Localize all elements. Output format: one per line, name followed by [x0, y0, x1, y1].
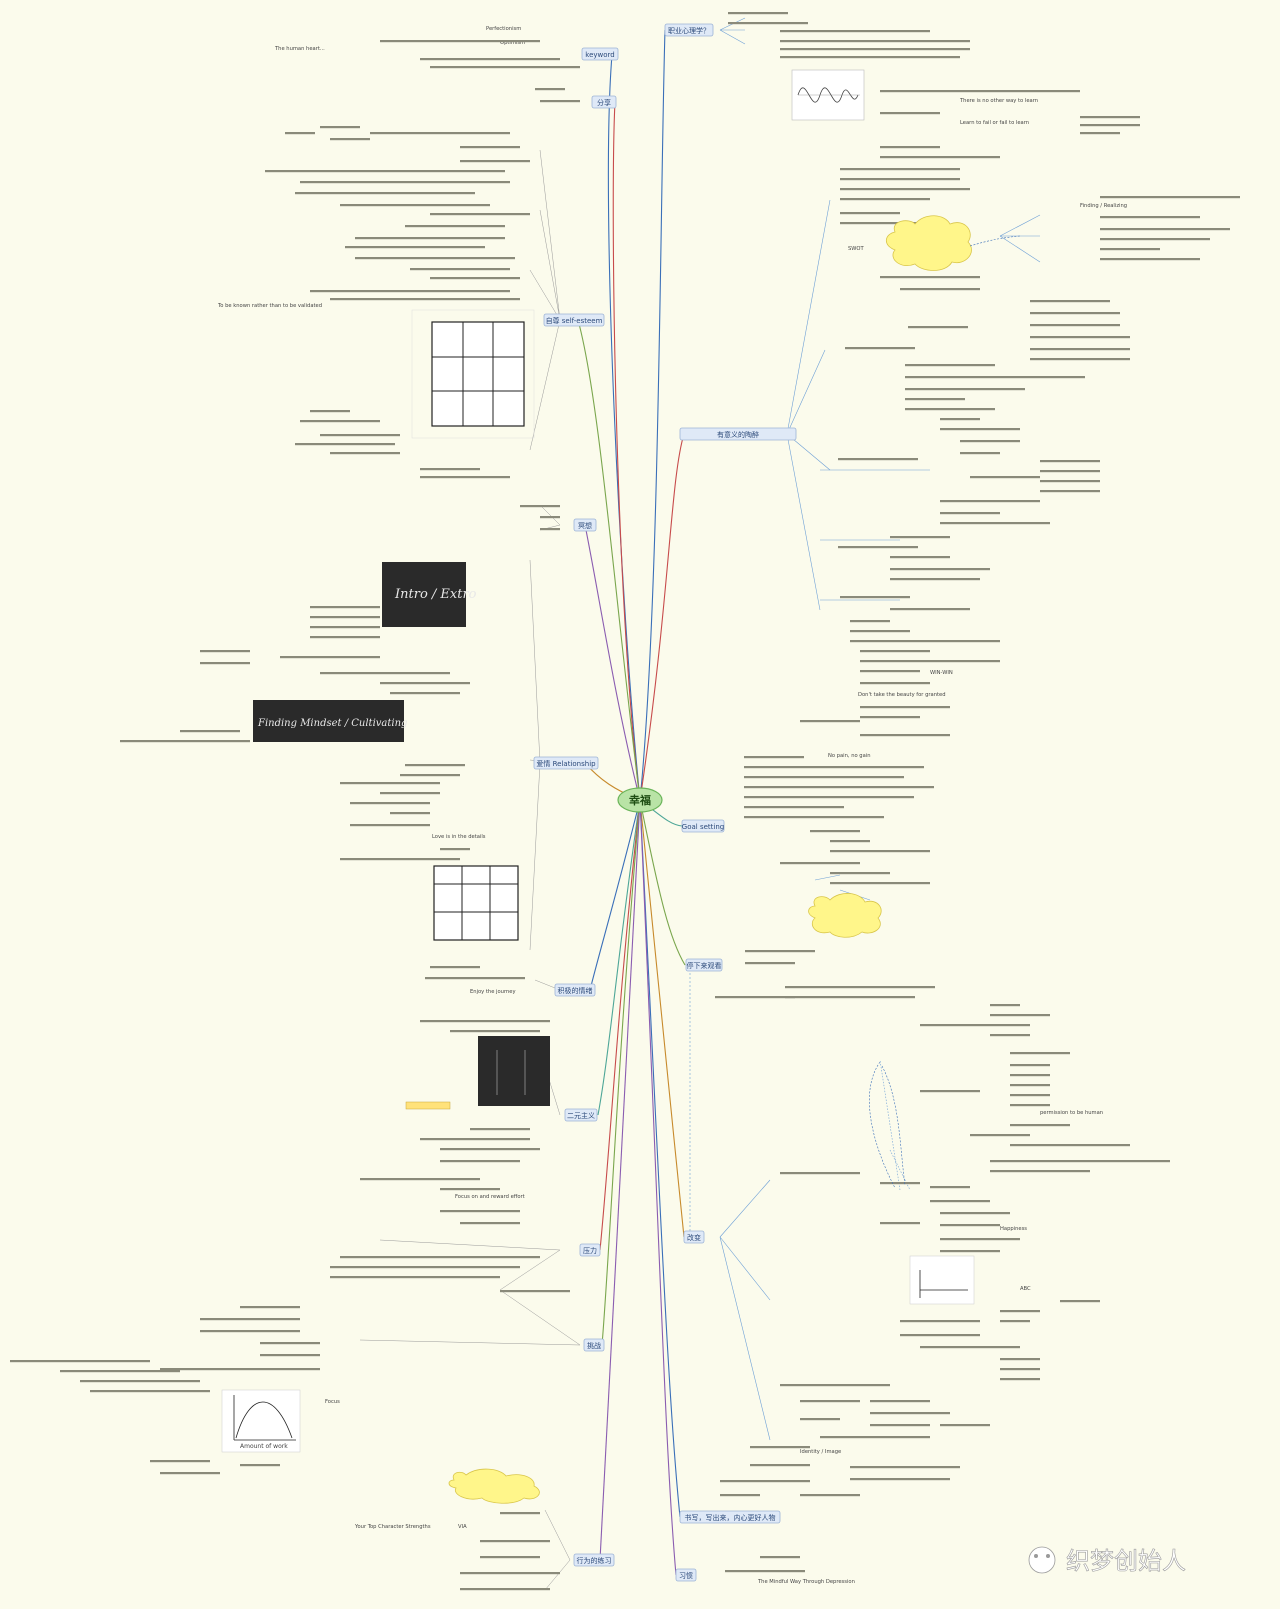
leaf-known-not-validated: To be known rather than to be validated — [217, 303, 322, 309]
svg-text:压力: 压力 — [583, 1246, 597, 1255]
watermark-text: 织梦创始人 — [1066, 1547, 1186, 1575]
leaf-finding: Finding / Realizing — [1080, 203, 1127, 209]
svg-text:改变: 改变 — [687, 1233, 701, 1242]
svg-text:书写，写出来，内心更好人物: 书写，写出来，内心更好人物 — [685, 1513, 776, 1522]
branch-self-esteem[interactable]: 自尊 self-esteem — [543, 313, 605, 327]
leaf-labels: Perfectionism Optimism The human heart..… — [217, 26, 1127, 1585]
branch-behavior-practice[interactable]: 行为的练习 — [573, 1553, 615, 1567]
branch-relationship[interactable]: 爱情 Relationship — [533, 756, 599, 770]
leaf-win-win: WIN-WIN — [930, 670, 953, 676]
leaf-mindful-way: The Mindful Way Through Depression — [757, 1579, 855, 1585]
svg-text:挑战: 挑战 — [587, 1341, 601, 1350]
branch-keyword[interactable]: keyword — [581, 47, 619, 61]
leaf-swot: SWOT — [848, 246, 865, 252]
wave-chart-figure — [791, 69, 865, 121]
leaf-happiness: Happiness — [1000, 1226, 1027, 1232]
branch-career-psychology[interactable]: 职业心理学？ — [664, 23, 714, 37]
svg-text:积极的情绪: 积极的情绪 — [558, 986, 593, 995]
leaf-perfectionism: Perfectionism — [486, 26, 521, 32]
svg-text:职业心理学？: 职业心理学？ — [668, 26, 710, 35]
svg-text:有意义的陶醉: 有意义的陶醉 — [717, 430, 759, 439]
svg-text:自尊 self-esteem: 自尊 self-esteem — [546, 316, 603, 325]
branch-challenge[interactable]: 挑战 — [583, 1338, 605, 1352]
branch-dualism[interactable]: 二元主义 — [564, 1108, 598, 1122]
svg-text:Goal setting: Goal setting — [682, 823, 724, 831]
leaf-via: VIA — [458, 1524, 467, 1530]
leaf-focus: Focus — [325, 1399, 340, 1405]
svg-text:冥想: 冥想 — [578, 521, 592, 530]
leaf-no-other-way: There is no other way to learn — [959, 98, 1038, 104]
svg-text:爱情 Relationship: 爱情 Relationship — [536, 759, 596, 768]
branch-stress[interactable]: 压力 — [579, 1243, 601, 1257]
right-subtree-lines — [689, 17, 1041, 1441]
leaf-focus-effort: Focus on and reward effort — [455, 1194, 525, 1200]
leaf-permission-human: permission to be human — [1040, 1110, 1103, 1116]
branch-meditation[interactable]: 冥想 — [573, 518, 597, 532]
dualism-photo — [478, 1036, 550, 1106]
leaf-no-pain: No pain, no gain — [828, 753, 871, 759]
intro-extro-photo: Intro / Extro — [382, 562, 477, 627]
leaf-beauty-granted: Don't take the beauty for granted — [858, 692, 946, 698]
svg-text:二元主义: 二元主义 — [567, 1111, 595, 1120]
leaf-love-details: Love is in the details — [432, 834, 486, 840]
stress-curve-figure: Amount of work — [221, 1389, 301, 1453]
dense-text-blocks — [10, 12, 1240, 1591]
svg-text:行为的练习: 行为的练习 — [577, 1556, 612, 1565]
leaf-fail-to-learn: Learn to fail or fail to learn — [960, 120, 1029, 126]
branch-nodes: 职业心理学？ keyword 分享 自尊 self-esteem 冥想 爱情 R… — [533, 23, 797, 1582]
branch-meaningful-immersion[interactable]: 有意义的陶醉 — [679, 427, 797, 441]
svg-text:习惯: 习惯 — [679, 1571, 693, 1580]
branch-change[interactable]: 改变 — [683, 1230, 705, 1244]
leaf-identity: Identity / Image — [800, 1449, 841, 1455]
connectors — [577, 29, 686, 1576]
svg-text:分享: 分享 — [597, 98, 611, 107]
leaf-human-heart: The human heart... — [274, 46, 325, 52]
svg-text:停下来观看: 停下来观看 — [687, 961, 722, 970]
leaf-abc: ABC — [1020, 1286, 1031, 1292]
svg-text:keyword: keyword — [585, 51, 614, 59]
branch-share[interactable]: 分享 — [591, 95, 617, 109]
branch-habit[interactable]: 习惯 — [675, 1568, 697, 1582]
self-esteem-matrix — [411, 309, 535, 439]
center-node[interactable]: 幸福 — [617, 787, 663, 813]
branch-goal-setting[interactable]: Goal setting — [681, 819, 725, 833]
branch-stop-and-watch[interactable]: 停下来观看 — [685, 958, 723, 972]
branch-writing[interactable]: 书写，写出来，内心更好人物 — [679, 1510, 781, 1524]
branch-positive-emotions[interactable]: 积极的情绪 — [554, 983, 596, 997]
left-subtree-lines — [359, 149, 581, 1591]
leaf-enjoy-journey: Enjoy the journey — [470, 989, 516, 995]
dashed-arrows — [869, 235, 1021, 1189]
leaf-top-strengths: Your Top Character Strengths — [354, 1524, 431, 1530]
amount-of-work-label: Amount of work — [240, 1443, 288, 1450]
cloud-callouts — [405, 215, 972, 1504]
leaf-optimism: Optimism — [500, 40, 525, 46]
mindset-photo: Finding Mindset / Cultivating — [253, 700, 407, 742]
change-timeline-figure — [909, 1255, 975, 1305]
relationship-matrix — [433, 865, 519, 941]
watermark: 织梦创始人 — [1028, 1546, 1186, 1575]
center-label: 幸福 — [629, 793, 651, 807]
mindset-text: Finding Mindset / Cultivating — [257, 718, 407, 729]
intro-extro-text: Intro / Extro — [394, 587, 477, 602]
